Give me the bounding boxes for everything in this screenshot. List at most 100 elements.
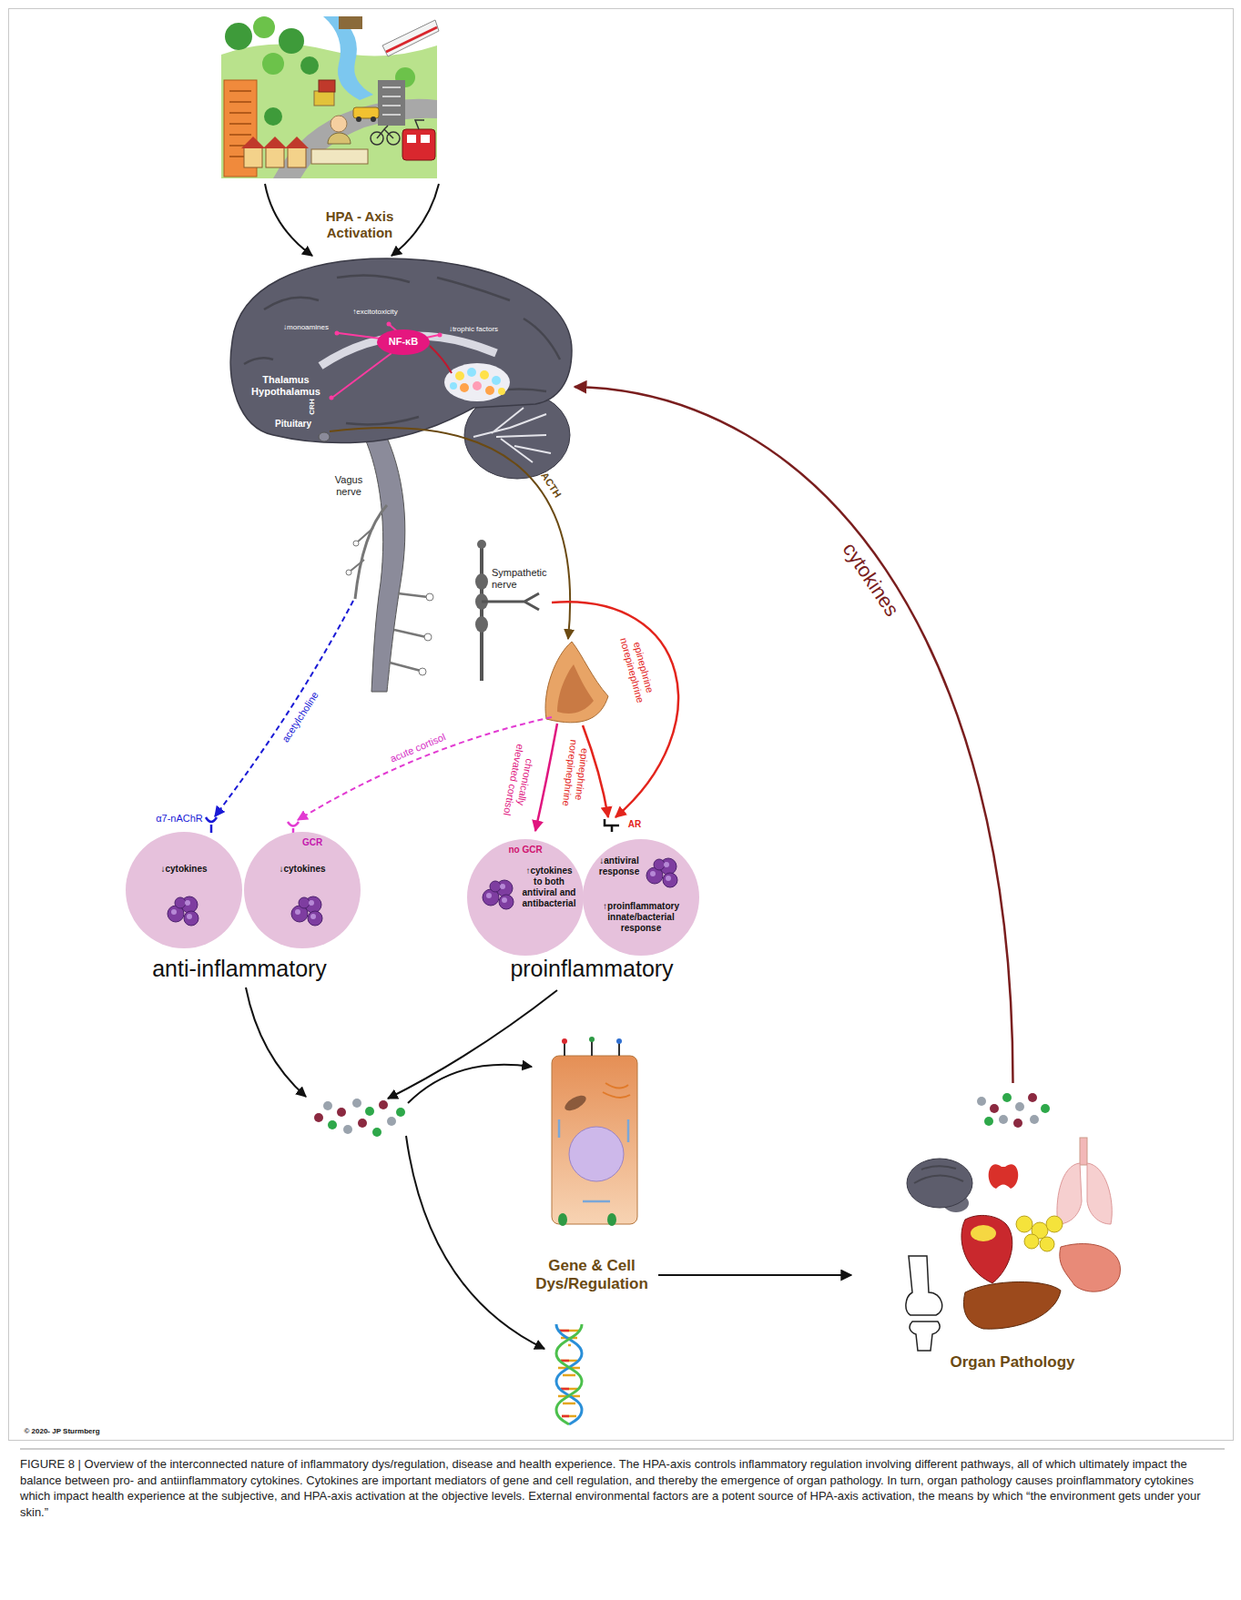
caption-rule	[20, 1449, 1225, 1451]
transmitter-label: acetylcholine	[279, 690, 322, 746]
environment-scene-part	[330, 115, 347, 133]
brain-illustration-part	[230, 258, 572, 444]
brain-illustration-part	[329, 396, 335, 401]
node-text: ↓antiviral response	[594, 855, 645, 878]
brain-illustration-part	[437, 333, 443, 338]
brain-region: ↑excitotoxicity↓monoamines↓trophic facto…	[244, 258, 575, 445]
environment-scene-part	[253, 16, 275, 39]
brain-illustration-part	[426, 593, 434, 601]
brain-illustration-part	[345, 569, 352, 576]
brain-illustration-part	[244, 274, 560, 425]
node-text: AR	[628, 819, 641, 831]
receptors	[205, 817, 620, 836]
brain-illustration-part	[355, 505, 387, 600]
environment-scene-part	[386, 27, 438, 52]
brain-illustration-part	[364, 427, 406, 692]
environment-scene-part	[265, 147, 285, 168]
environment-scene-part	[356, 116, 362, 123]
nerve-label: Sympathetic nerve	[491, 567, 554, 591]
environment-scene-part	[264, 107, 283, 126]
cytokine-dots-part	[336, 1108, 346, 1118]
brain-illustration-part	[479, 370, 489, 380]
signal-arrows-part	[329, 427, 570, 640]
cell-blob	[662, 873, 678, 888]
brain-illustration-part	[335, 331, 340, 336]
cytokine-dots-part	[378, 1100, 388, 1110]
dna-helix-part	[556, 1324, 582, 1425]
cell-blob	[307, 911, 323, 926]
environment-scene-part	[273, 99, 438, 179]
cell-illustration-part	[569, 1127, 624, 1182]
hormone-label: chronically elevated cortisol	[498, 738, 539, 824]
cell-cluster	[244, 832, 361, 949]
brain-illustration-part	[459, 383, 469, 393]
cell-highlight	[650, 871, 656, 877]
environment-scene-part	[278, 28, 305, 54]
brain-illustration-part	[418, 668, 427, 676]
brain-illustration	[230, 258, 572, 692]
environment-scene-part	[224, 22, 253, 51]
environment-scene-part	[376, 125, 394, 139]
hormone-label: acute cortisol	[388, 731, 448, 765]
cell-highlight	[310, 914, 316, 920]
cell-illustration-part	[551, 1056, 638, 1225]
nfkb-ellipse: NF-κB	[376, 329, 430, 356]
cytokine-dots-part	[365, 1107, 375, 1117]
node-text: ↑excitotoxicity	[352, 307, 397, 317]
organ-illustration-part	[984, 1117, 994, 1127]
brain-illustration-part	[333, 325, 439, 397]
cell-highlight	[499, 884, 506, 890]
cytokine-dots-part	[372, 1128, 382, 1138]
brain-illustration-part	[386, 322, 392, 327]
organ-illustration-part	[1015, 1102, 1025, 1112]
nerve-label: Vagus nerve	[328, 474, 370, 499]
connector-label: cytokines	[835, 536, 906, 624]
node-text: ↑proinflammatory innate/bacterial respon…	[595, 901, 687, 935]
organ-illustration-part	[961, 1215, 1013, 1284]
organ-illustration-part	[906, 1159, 973, 1209]
node-text: Organ Pathology	[950, 1353, 1076, 1373]
environment-scene-part	[338, 16, 363, 30]
environment-scene-part	[241, 136, 265, 149]
environment-scene-part	[370, 116, 377, 123]
brain-illustration-part	[455, 371, 465, 381]
brain-illustration-part	[389, 593, 428, 672]
organ-illustration-part	[914, 1166, 964, 1184]
immune-cell-circle: no GCR↑cytokines to both antiviral and a…	[467, 839, 584, 957]
organ-illustration-part	[1046, 1216, 1063, 1233]
node-text: CRH	[307, 398, 317, 415]
hpa-arrows	[264, 183, 439, 256]
environment-scene-part	[415, 120, 425, 130]
adrenal-gland-part	[557, 664, 594, 714]
organ-illustration-part	[1057, 1163, 1082, 1225]
organ-illustration-part	[1027, 1093, 1038, 1103]
immune-cell-circle: AR↓antiviral response↑proinflammatory in…	[582, 839, 700, 957]
dna-helix-part	[556, 1324, 582, 1425]
brain-illustration-part	[318, 432, 330, 442]
cell-blob	[298, 897, 310, 909]
figure-frame	[9, 9, 1234, 1442]
brain-illustration-part	[353, 540, 359, 547]
organ-illustration-part	[988, 1164, 1019, 1190]
brain-illustration-part	[472, 381, 482, 391]
environment-scene-part	[221, 44, 438, 179]
node-text: ↑cytokines to both antiviral and antibac…	[520, 865, 578, 910]
organ-illustration-part	[1002, 1093, 1012, 1103]
environment-scene-part	[287, 147, 306, 168]
brain-illustration-part	[467, 367, 477, 377]
environment-scene-part	[382, 87, 401, 115]
cell-blob	[489, 881, 501, 893]
node-text: α7-nAChR	[155, 813, 204, 825]
organ-illustration-part	[970, 1225, 997, 1242]
group-heading: proinflammatory	[509, 955, 673, 983]
cell-highlight	[308, 900, 315, 906]
environment-scene-part	[318, 80, 336, 92]
axis-label: HPA - Axis Activation	[314, 208, 406, 242]
cell-highlight	[665, 875, 672, 882]
cell-highlight	[501, 897, 508, 904]
cell-blob	[183, 911, 199, 926]
organ-illustration-part	[1029, 1115, 1039, 1125]
cell-highlight	[486, 893, 492, 899]
node-text: Pituitary	[274, 418, 312, 430]
node-text: NF-κB	[388, 335, 418, 348]
